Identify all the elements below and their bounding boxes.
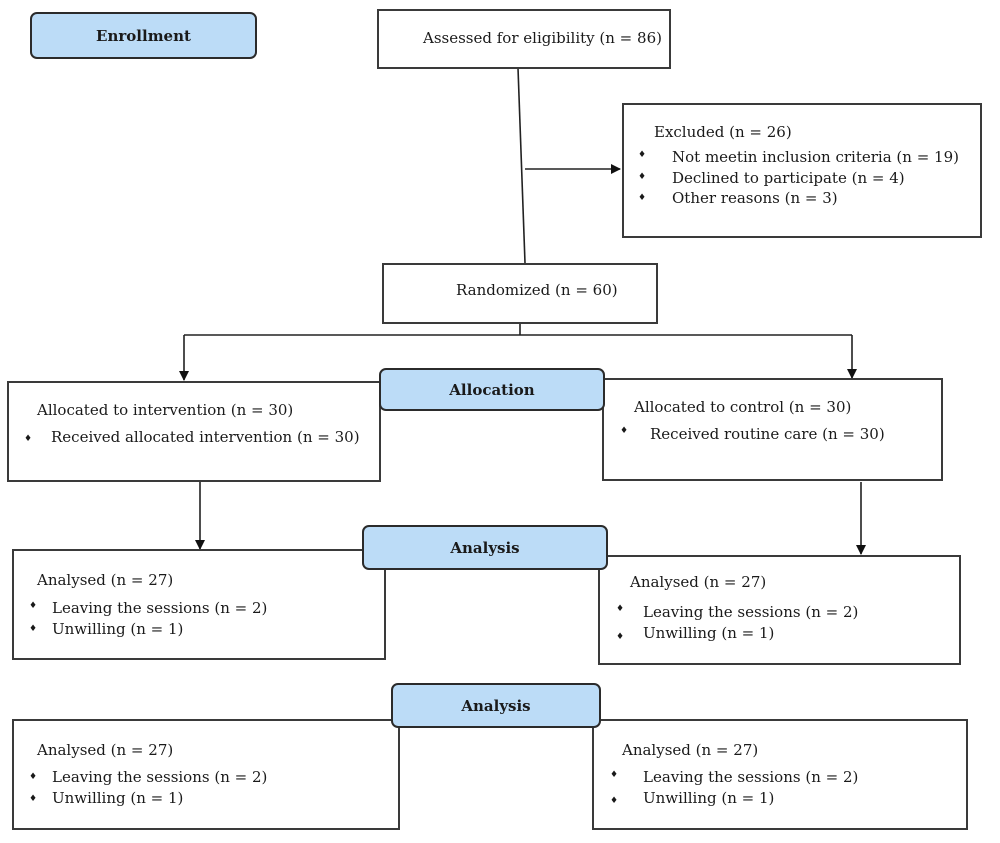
line-assessed-to-randomized — [517, 67, 526, 264]
analysis1-right-item: Unwilling (n = 1) — [643, 624, 775, 642]
allocated-control-item: Received routine care (n = 30) — [650, 425, 885, 443]
stage-enrollment: Enrollment — [30, 12, 257, 59]
analysis2-right-title: Analysed (n = 27) — [622, 741, 759, 759]
analysis1-right-title: Analysed (n = 27) — [630, 573, 767, 591]
analysis2-left-item: Leaving the sessions (n = 2) — [52, 768, 268, 786]
bullet-icon: ♦ — [616, 604, 625, 614]
stage-analysis-1: Analysis — [362, 525, 608, 570]
randomized-text: Randomized (n = 60) — [456, 281, 618, 299]
analysis2-left-box: Analysed (n = 27) ♦ Leaving the sessions… — [12, 719, 400, 830]
bullet-icon: ♦ — [610, 770, 619, 780]
analysis1-left-title: Analysed (n = 27) — [37, 571, 174, 589]
allocated-intervention-item: Received allocated intervention (n = 30) — [51, 428, 360, 446]
excluded-item: Declined to participate (n = 4) — [672, 169, 905, 187]
bullet-icon: ♦ — [638, 193, 647, 203]
bullet-icon: ♦ — [616, 632, 625, 642]
analysis1-left-item: Leaving the sessions (n = 2) — [52, 599, 268, 617]
excluded-box: Excluded (n = 26) ♦ Not meetin inclusion… — [622, 103, 982, 238]
analysis2-left-item: Unwilling (n = 1) — [52, 789, 184, 807]
assessed-box: Assessed for eligibility (n = 86) — [377, 9, 671, 69]
bullet-icon: ♦ — [24, 434, 33, 444]
assessed-text: Assessed for eligibility (n = 86) — [423, 29, 662, 47]
allocated-intervention-box: Allocated to intervention (n = 30) ♦ Rec… — [7, 381, 381, 482]
analysis2-right-item: Leaving the sessions (n = 2) — [643, 768, 859, 786]
analysis1-right-item: Leaving the sessions (n = 2) — [643, 603, 859, 621]
bullet-icon: ♦ — [29, 772, 38, 782]
allocated-control-title: Allocated to control (n = 30) — [634, 398, 852, 416]
bullet-icon: ♦ — [29, 794, 38, 804]
bullet-icon: ♦ — [620, 426, 629, 436]
bullet-icon: ♦ — [610, 796, 619, 806]
excluded-item: Not meetin inclusion criteria (n = 19) — [672, 148, 959, 166]
allocated-intervention-title: Allocated to intervention (n = 30) — [37, 401, 294, 419]
bullet-icon: ♦ — [29, 624, 38, 634]
analysis1-left-box: Analysed (n = 27) ♦ Leaving the sessions… — [12, 549, 386, 660]
excluded-title: Excluded (n = 26) — [654, 123, 792, 141]
allocated-control-box: Allocated to control (n = 30) ♦ Received… — [602, 378, 943, 481]
stage-analysis-2: Analysis — [391, 683, 601, 728]
bullet-icon: ♦ — [29, 601, 38, 611]
analysis1-right-box: Analysed (n = 27) ♦ Leaving the sessions… — [598, 555, 961, 665]
analysis2-left-title: Analysed (n = 27) — [37, 741, 174, 759]
analysis1-left-item: Unwilling (n = 1) — [52, 620, 184, 638]
randomized-box: Randomized (n = 60) — [382, 263, 658, 324]
analysis2-right-item: Unwilling (n = 1) — [643, 789, 775, 807]
excluded-item: Other reasons (n = 3) — [672, 189, 838, 207]
analysis2-right-box: Analysed (n = 27) ♦ Leaving the sessions… — [592, 719, 968, 830]
bullet-icon: ♦ — [638, 172, 647, 182]
stage-allocation: Allocation — [379, 368, 605, 411]
bullet-icon: ♦ — [638, 150, 647, 160]
